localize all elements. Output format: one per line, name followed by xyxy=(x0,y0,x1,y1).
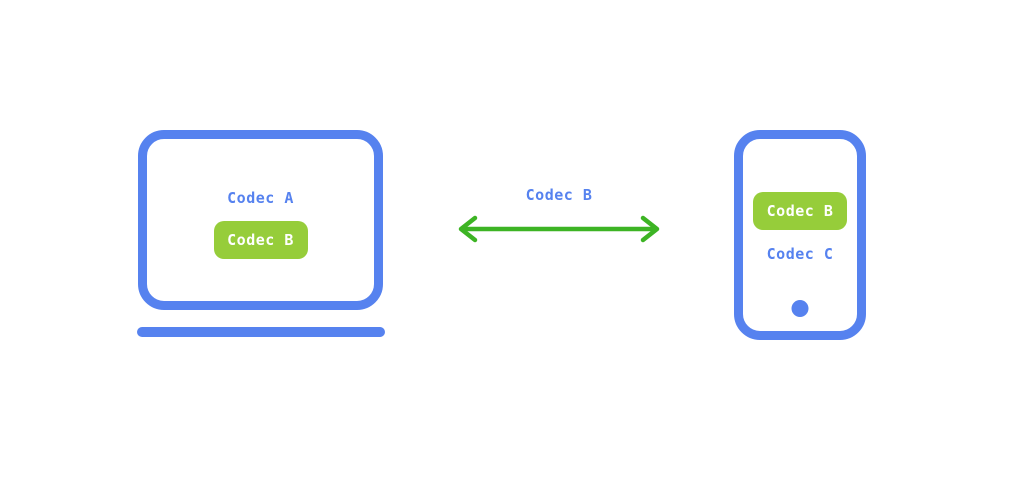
laptop-base xyxy=(137,327,385,337)
laptop-codec-b-pill: Codec B xyxy=(213,221,308,259)
bidirectional-arrow-icon xyxy=(458,215,660,243)
phone-home-button-icon xyxy=(791,300,809,317)
connection-codec-b-label: Codec B xyxy=(525,186,593,204)
phone-device: Codec B Codec C xyxy=(734,130,866,340)
laptop-screen: Codec A Codec B xyxy=(138,130,383,310)
connection: Codec B xyxy=(456,186,662,245)
phone-codec-c-label: Codec C xyxy=(766,245,834,263)
laptop-codec-a-label: Codec A xyxy=(227,189,294,207)
phone-codec-b-pill: Codec B xyxy=(753,192,847,230)
